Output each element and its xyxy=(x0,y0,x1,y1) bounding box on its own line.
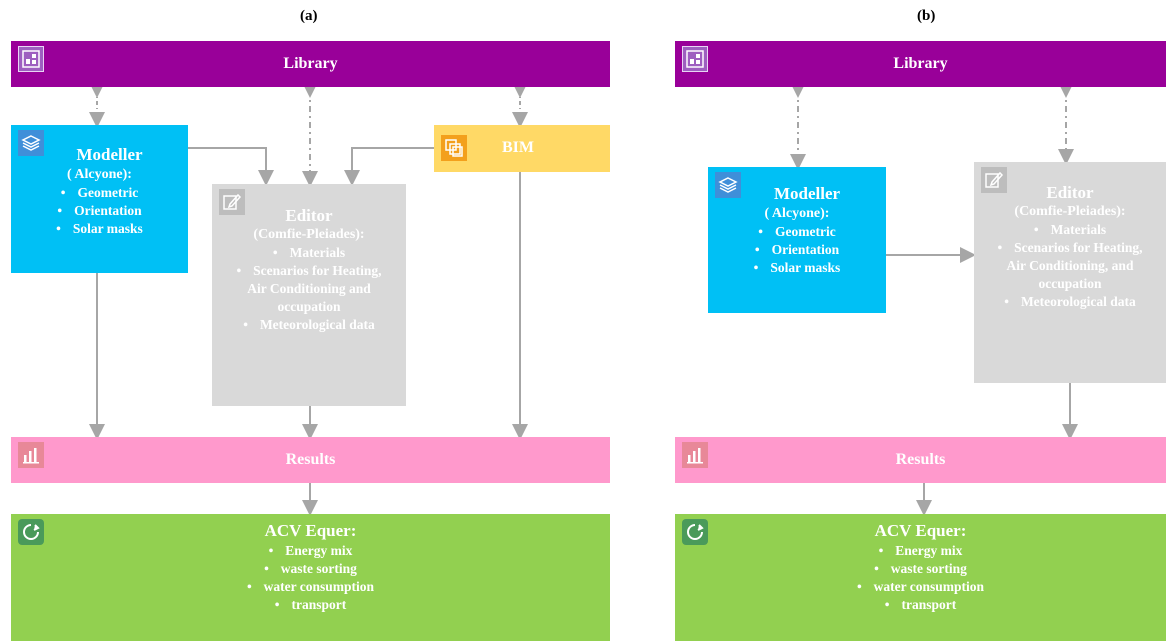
modeller-list: Geometric Orientation Solar masks xyxy=(708,223,886,277)
list-item: Orientation xyxy=(708,241,886,259)
acv-title: ACV Equer: xyxy=(264,521,357,540)
modeller-subtitle: ( Alcyone): xyxy=(764,206,830,221)
list-item: transport xyxy=(675,596,1166,614)
results-chart-icon xyxy=(18,442,44,468)
editor-subtitle: (Comfie-Pleiades): xyxy=(253,227,365,242)
modeller-box-b: Modeller ( Alcyone): Geometric Orientati… xyxy=(708,167,886,313)
recycle-icon xyxy=(18,519,44,545)
modeller-title: Modeller xyxy=(76,145,143,164)
editor-box-a: Editor (Comfie-Pleiades): Materials Scen… xyxy=(212,184,406,406)
acv-box-b: ACV Equer: Energy mix waste sorting wate… xyxy=(675,514,1166,641)
library-icon xyxy=(682,46,708,72)
list-item: Scenarios for Heating, Air Conditioning … xyxy=(232,262,386,316)
editor-title: Editor xyxy=(285,206,333,225)
list-item: Geometric xyxy=(11,184,188,202)
acv-title: ACV Equer: xyxy=(874,521,967,540)
editor-subtitle: (Comfie-Pleiades): xyxy=(1014,204,1126,219)
panel-a-label: (a) xyxy=(300,8,318,24)
edit-icon xyxy=(981,167,1007,193)
library-box-a: Library xyxy=(11,41,610,87)
results-label: Results xyxy=(285,451,336,468)
list-item: water consumption xyxy=(675,578,1166,596)
bim-box-a: BIM xyxy=(434,125,610,172)
arrow-modeller-editor-a xyxy=(188,147,274,186)
list-item: waste sorting xyxy=(675,560,1166,578)
results-box-b: Results xyxy=(675,437,1166,483)
editor-box-b: Editor (Comfie-Pleiades): Materials Scen… xyxy=(974,162,1166,383)
editor-list: Materials Scenarios for Heating, Air Con… xyxy=(974,221,1166,311)
panel-b-label: (b) xyxy=(917,8,936,24)
list-item: water consumption xyxy=(11,578,610,596)
edit-icon xyxy=(219,189,245,215)
acv-box-a: ACV Equer: Energy mix waste sorting wate… xyxy=(11,514,610,641)
bim-label: BIM xyxy=(502,139,534,156)
acv-list: Energy mix waste sorting water consumpti… xyxy=(675,542,1166,614)
modeller-box-a: Modeller ( Alcyone): Geometric Orientati… xyxy=(11,125,188,273)
list-item: Scenarios for Heating, Air Conditioning,… xyxy=(988,239,1152,293)
library-icon xyxy=(18,46,44,72)
list-item: Materials xyxy=(232,244,386,262)
results-chart-icon xyxy=(682,442,708,468)
list-item: Solar masks xyxy=(11,220,188,238)
list-item: transport xyxy=(11,596,610,614)
library-box-b: Library xyxy=(675,41,1166,87)
modeller-subtitle: ( Alcyone): xyxy=(67,167,132,182)
list-item: Energy mix xyxy=(675,542,1166,560)
list-item: waste sorting xyxy=(11,560,610,578)
acv-list: Energy mix waste sorting water consumpti… xyxy=(11,542,610,614)
arrow-bim-editor-a xyxy=(344,147,434,186)
layers-icon xyxy=(18,130,44,156)
list-item: Meteorological data xyxy=(232,316,386,334)
modeller-list: Geometric Orientation Solar masks xyxy=(11,184,188,238)
library-label: Library xyxy=(283,55,338,72)
modeller-title: Modeller xyxy=(773,184,841,203)
layers-icon xyxy=(715,172,741,198)
library-label: Library xyxy=(893,55,948,72)
editor-title: Editor xyxy=(1046,183,1094,202)
list-item: Orientation xyxy=(11,202,188,220)
editor-list: Materials Scenarios for Heating, Air Con… xyxy=(212,244,406,334)
list-item: Meteorological data xyxy=(988,293,1152,311)
list-item: Energy mix xyxy=(11,542,610,560)
results-label: Results xyxy=(895,451,946,468)
recycle-icon xyxy=(682,519,708,545)
list-item: Solar masks xyxy=(708,259,886,277)
bim-icon xyxy=(441,135,467,161)
results-box-a: Results xyxy=(11,437,610,483)
list-item: Geometric xyxy=(708,223,886,241)
list-item: Materials xyxy=(988,221,1152,239)
